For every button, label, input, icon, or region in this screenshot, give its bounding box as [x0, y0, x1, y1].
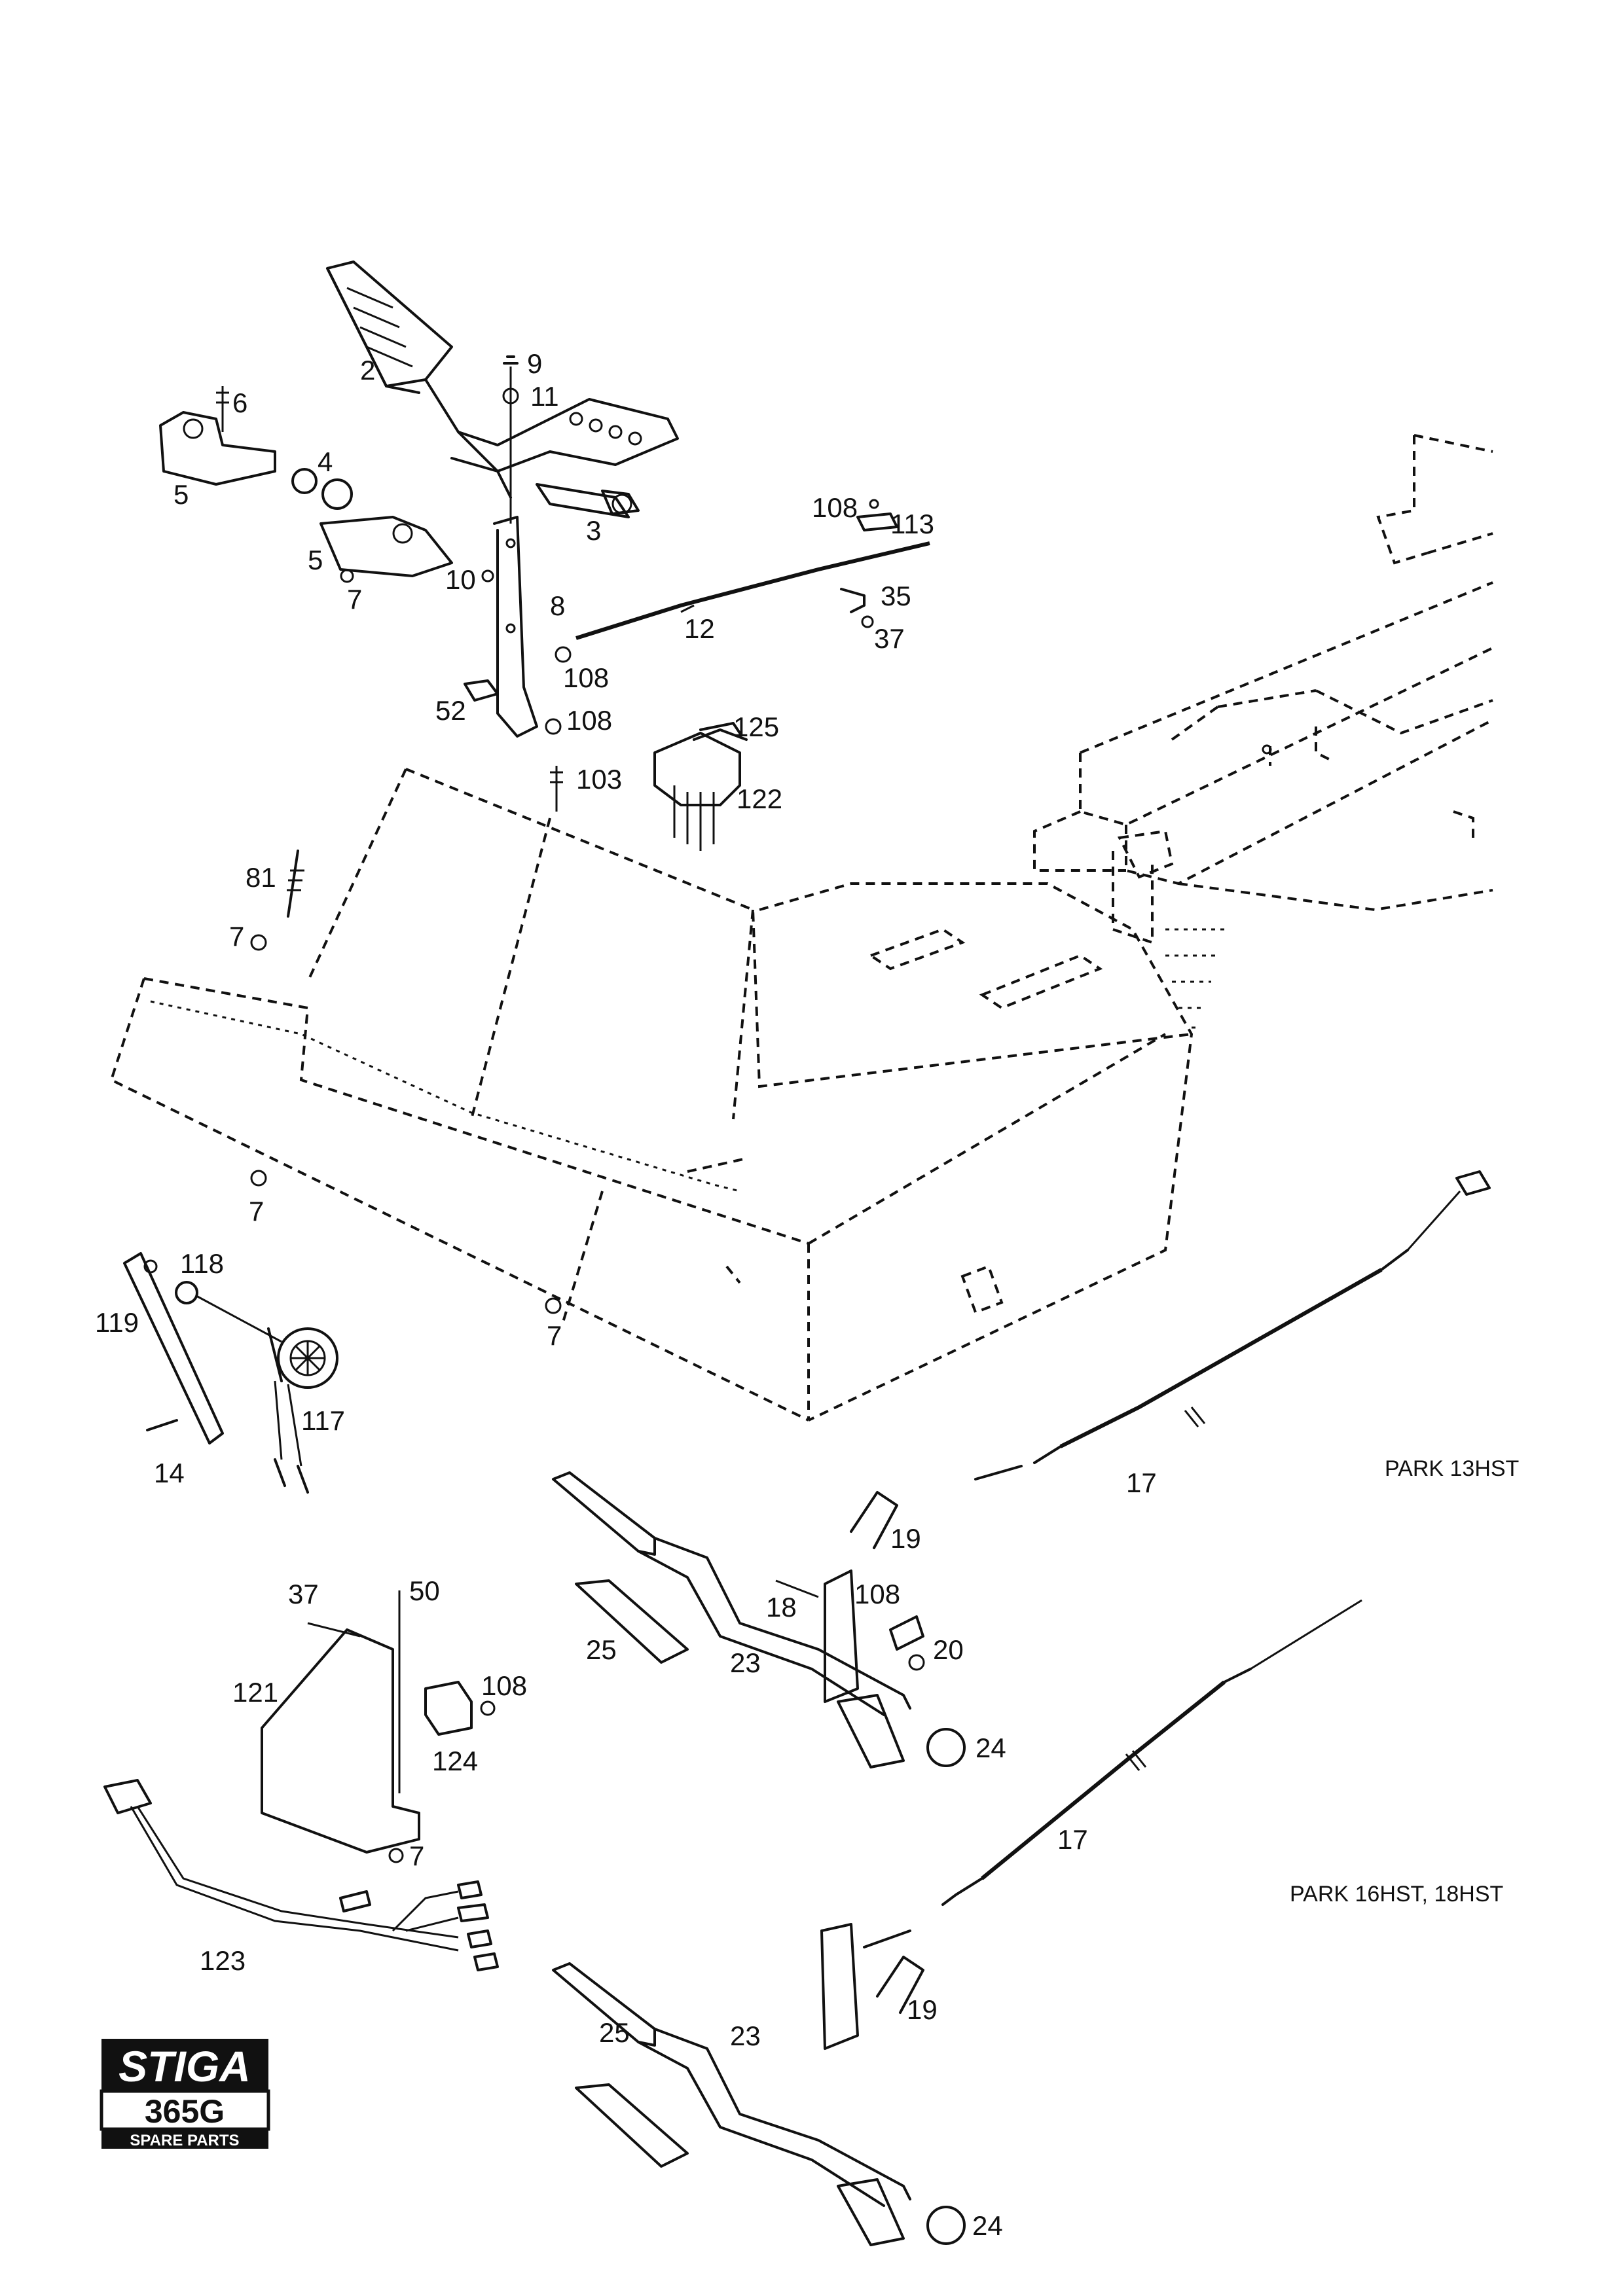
callout-122: 122 — [737, 783, 782, 814]
callout-5b: 5 — [308, 545, 323, 575]
callout-7a: 7 — [347, 584, 362, 615]
logo-subtitle: SPARE PARTS — [130, 2132, 239, 2149]
callout-19b: 19 — [907, 1994, 938, 2025]
caption-park-16hst-18hst: PARK 16HST, 18HST — [1290, 1882, 1503, 1907]
callout-119: 119 — [95, 1307, 139, 1338]
parking-brake-cable-lower — [863, 1599, 1362, 1948]
callout-12: 12 — [684, 613, 715, 644]
stiga-logo: STIGA 365G SPARE PARTS — [100, 2039, 270, 2149]
callout-108a: 108 — [812, 492, 858, 523]
bracket-relay — [261, 1590, 496, 1863]
callout-121: 121 — [232, 1677, 278, 1708]
brake-lever-upper — [552, 1471, 966, 1768]
callout-52: 52 — [435, 695, 466, 726]
wire-harness — [103, 1779, 499, 1971]
callout-108e: 108 — [481, 1670, 527, 1701]
callout-35: 35 — [881, 581, 911, 611]
callout-124: 124 — [432, 1746, 478, 1776]
chassis-frame — [1033, 434, 1493, 1029]
callout-108d: 108 — [854, 1579, 900, 1609]
brake-lever-lower — [552, 1923, 966, 2246]
callout-50: 50 — [409, 1575, 440, 1606]
parking-brake-cable-upper — [974, 1170, 1491, 1480]
pedal-assembly — [159, 260, 679, 738]
callout-81: 81 — [246, 862, 276, 893]
fasteners — [250, 850, 562, 1314]
callout-123: 123 — [200, 1945, 246, 1976]
callout-20: 20 — [933, 1634, 964, 1665]
callout-25a: 25 — [586, 1634, 617, 1665]
switch-assembly — [550, 722, 748, 851]
callout-117: 117 — [301, 1405, 345, 1436]
callout-10: 10 — [445, 564, 476, 595]
callout-113: 113 — [890, 509, 934, 539]
callout-5a: 5 — [173, 479, 189, 510]
callout-8: 8 — [550, 590, 565, 621]
callout-108c: 108 — [566, 705, 612, 736]
callout-103: 103 — [576, 764, 622, 795]
callout-11: 11 — [530, 381, 559, 412]
callout-24a: 24 — [976, 1732, 1006, 1763]
callout-7d: 7 — [547, 1320, 562, 1351]
callout-4: 4 — [318, 446, 333, 477]
callout-7b: 7 — [229, 921, 244, 952]
callout-17b: 17 — [1057, 1824, 1088, 1855]
callout-14: 14 — [154, 1458, 185, 1488]
logo-model: 365G — [145, 2093, 225, 2130]
callout-2: 2 — [360, 355, 375, 386]
callout-24b: 24 — [972, 2210, 1003, 2241]
callout-18: 18 — [766, 1592, 797, 1623]
logo-brand: STIGA — [119, 2042, 251, 2090]
callout-125: 125 — [733, 711, 779, 742]
caption-park-13hst: PARK 13HST — [1385, 1456, 1519, 1481]
callout-25b: 25 — [599, 2017, 630, 2048]
callout-3: 3 — [586, 515, 601, 546]
callout-23a: 23 — [730, 1647, 761, 1678]
callout-19a: 19 — [890, 1523, 921, 1554]
callout-7e: 7 — [409, 1840, 424, 1871]
callout-108b: 108 — [563, 662, 609, 693]
callout-labels: 2 9 11 6 5 4 3 5 7 10 8 108 113 35 37 12… — [95, 348, 1157, 2241]
callout-7c: 7 — [249, 1196, 264, 1227]
callout-118: 118 — [180, 1248, 224, 1279]
callout-37a: 37 — [874, 623, 905, 654]
callout-37b: 37 — [288, 1579, 319, 1609]
throttle-cable — [575, 499, 930, 640]
callout-6: 6 — [232, 387, 247, 418]
callout-23b: 23 — [730, 2020, 761, 2051]
callout-9: 9 — [527, 348, 542, 379]
seat-switch-assembly — [123, 1252, 338, 1494]
callout-17a: 17 — [1126, 1467, 1157, 1498]
body-panels — [109, 768, 1194, 1422]
